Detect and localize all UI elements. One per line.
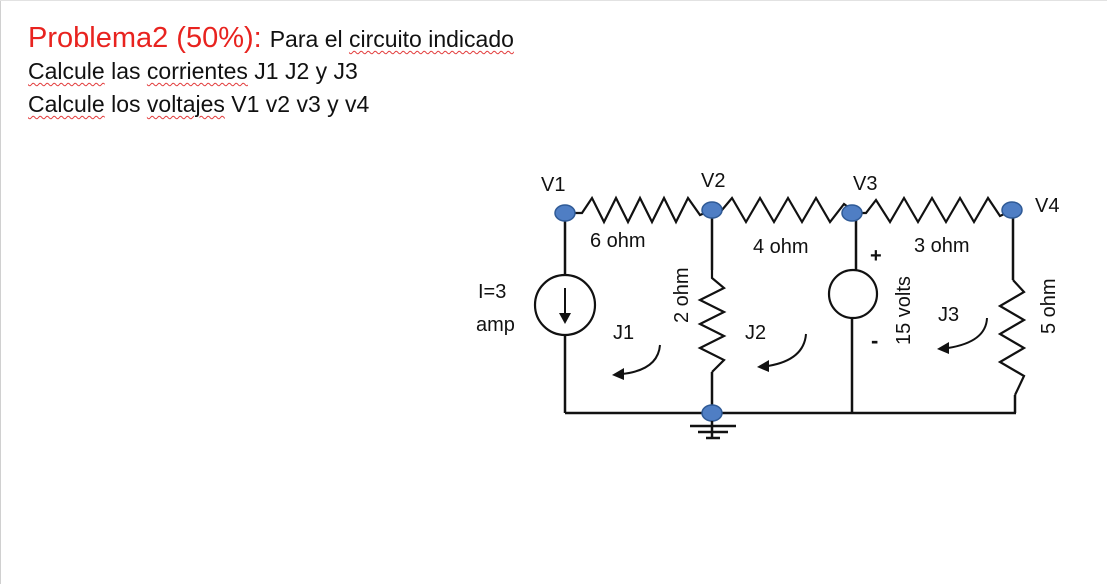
intro-plain: Para el — [269, 26, 349, 52]
label-current-value: I=3 — [478, 281, 506, 303]
curved-arrow-icon — [621, 344, 661, 375]
instruction-voltages: Calcule los voltajes V1 v2 v3 y v4 — [28, 88, 514, 121]
voltage-source — [827, 268, 879, 320]
label-v4: V4 — [1035, 195, 1059, 217]
page-edge-top — [0, 0, 1107, 1]
voltages-word-a: Calcule — [28, 91, 105, 117]
label-j1: J1 — [613, 322, 634, 344]
currents-plain-a: las — [104, 58, 147, 84]
label-v2: V2 — [701, 170, 725, 192]
node-ground — [701, 404, 723, 422]
label-j3: J3 — [938, 304, 959, 326]
down-arrow-icon — [559, 313, 571, 324]
problem-statement: Problema2 (50%): Para el circuito indicad… — [28, 22, 514, 121]
currents-word-a: Calcule — [28, 58, 105, 84]
loop-arrow-j1 — [612, 344, 661, 380]
label-v1: V1 — [541, 174, 565, 196]
node-v1 — [554, 204, 576, 222]
resistor-2ohm — [697, 270, 727, 373]
label-plus: + — [870, 245, 882, 267]
currents-word-b: corrientes — [146, 58, 248, 84]
label-5ohm: 5 ohm — [1038, 278, 1060, 334]
node-v4 — [1001, 201, 1023, 219]
voltages-plain-a: los — [104, 91, 147, 117]
resistor-3ohm — [856, 195, 1014, 225]
label-v3: V3 — [853, 173, 877, 195]
curved-arrow-icon — [947, 317, 988, 349]
page-edge-left — [0, 0, 1, 584]
label-2ohm: 2 ohm — [671, 267, 693, 323]
node-v3 — [841, 204, 863, 222]
curved-arrow-icon — [767, 333, 807, 367]
problem-title-line: Problema2 (50%): Para el circuito indicad… — [28, 22, 514, 55]
label-4ohm: 4 ohm — [753, 236, 809, 258]
label-current-unit: amp — [476, 314, 515, 336]
voltages-plain-b: V1 v2 v3 y v4 — [224, 91, 370, 117]
label-minus: - — [871, 328, 878, 353]
label-voltage: 15 volts — [893, 276, 915, 345]
node-v2 — [701, 201, 723, 219]
intro-spellcheck-text: circuito indicado — [348, 26, 514, 52]
resistor-5ohm — [997, 279, 1027, 396]
resistor-6ohm — [565, 195, 713, 225]
loop-arrow-j3 — [937, 317, 988, 354]
ground-icon — [690, 421, 736, 440]
problem-intro: Para el circuito indicado — [270, 26, 514, 52]
circuit-wires — [563, 210, 1017, 415]
resistor-4ohm — [712, 195, 857, 225]
label-j2: J2 — [745, 322, 766, 344]
voltages-word-b: voltajes — [146, 91, 225, 117]
label-6ohm: 6 ohm — [590, 230, 646, 252]
current-source — [533, 273, 597, 337]
instruction-currents: Calcule las corrientes J1 J2 y J3 — [28, 55, 514, 88]
currents-plain-b: J1 J2 y J3 — [247, 58, 358, 84]
label-3ohm: 3 ohm — [914, 235, 970, 257]
loop-arrow-j2 — [757, 333, 807, 372]
problem-title: Problema2 (50%): — [28, 22, 262, 54]
